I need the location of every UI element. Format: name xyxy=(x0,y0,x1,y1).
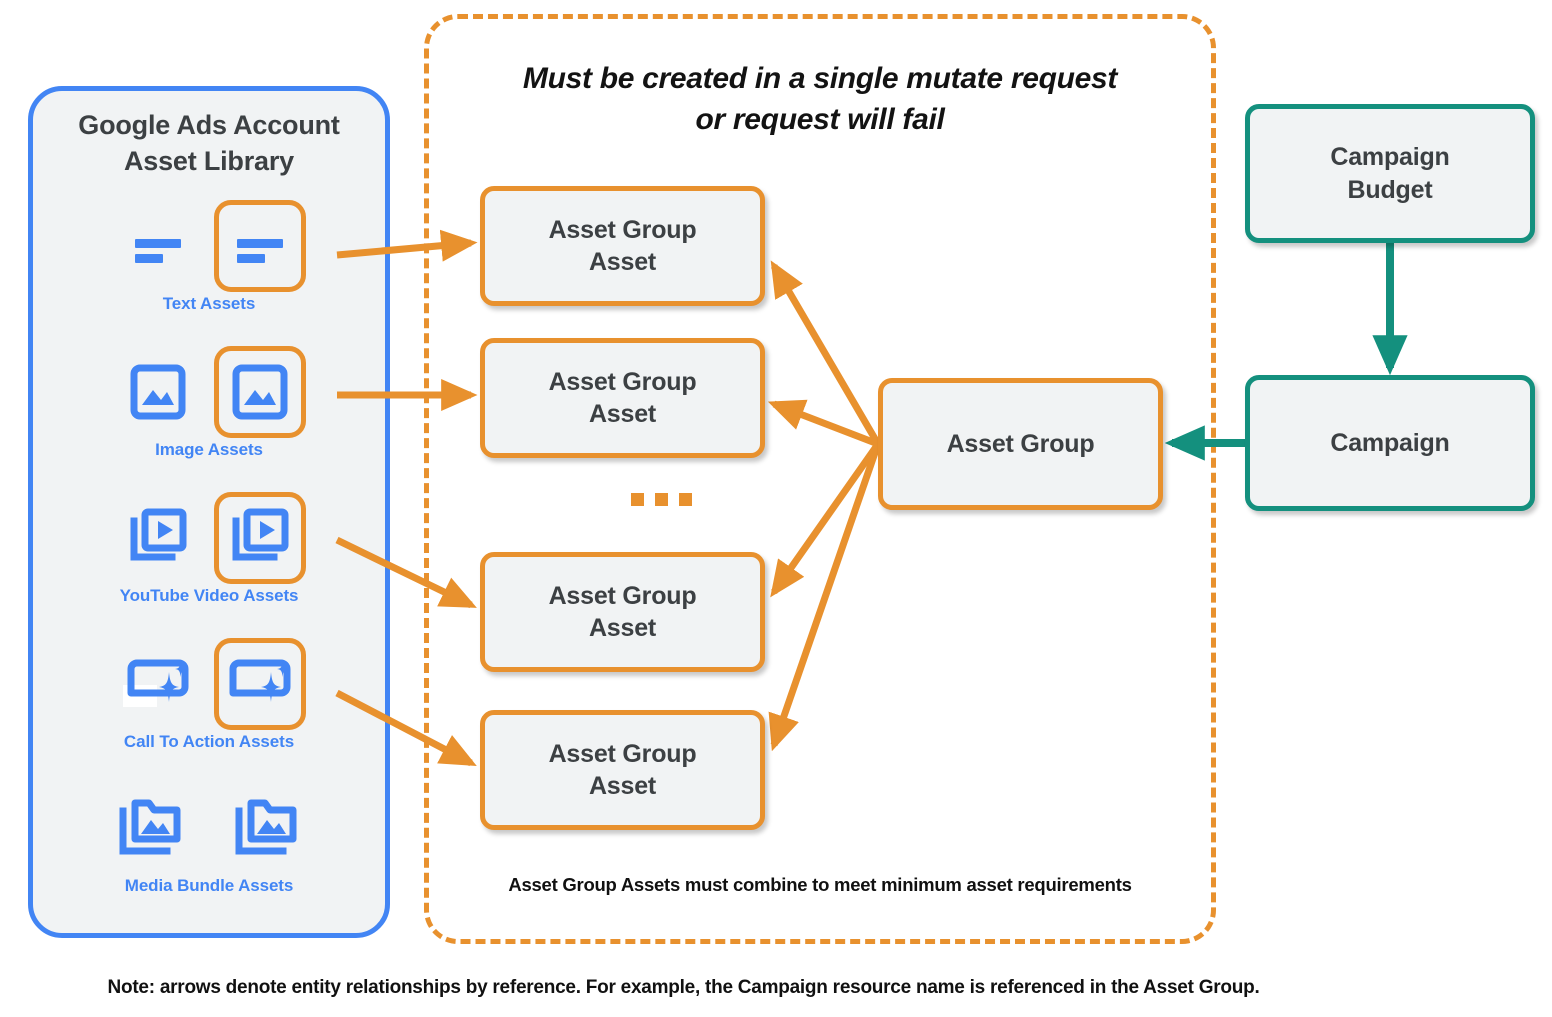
text-lines-icon-highlighted[interactable] xyxy=(214,200,306,292)
asset-row-video: YouTube Video Assets xyxy=(28,492,390,606)
media-bundle-folder-icon-2 xyxy=(221,782,313,874)
asset-group-asset-node-2[interactable]: Asset Group Asset xyxy=(480,338,765,458)
mutate-title-line2: or request will fail xyxy=(695,103,945,137)
asset-library-title-line2: Asset Library xyxy=(124,145,294,176)
asset-library-panel xyxy=(28,86,390,938)
asset-row-cta: Call To Action Assets xyxy=(28,638,390,752)
ellipsis-dot-3 xyxy=(679,493,692,506)
asset-group-asset-node-3[interactable]: Asset Group Asset xyxy=(480,552,765,672)
asset-row-media-bundle: Media Bundle Assets xyxy=(28,782,390,896)
aga-2-line2: Asset xyxy=(588,400,657,428)
aga-4-line2: Asset xyxy=(588,772,657,800)
asset-library-title-line1: Google Ads Account xyxy=(78,110,340,140)
text-lines-icon xyxy=(112,200,204,292)
campaign-budget-line1: Campaign xyxy=(1330,143,1450,171)
asset-group-node[interactable]: Asset Group xyxy=(878,378,1163,510)
ellipsis-indicator xyxy=(631,493,692,506)
asset-group-label: Asset Group xyxy=(946,429,1095,458)
mutate-request-title: Must be created in a single mutate reque… xyxy=(444,58,1196,141)
asset-caption-video: YouTube Video Assets xyxy=(119,586,299,605)
asset-row-text: Text Assets xyxy=(28,200,390,314)
campaign-budget-node[interactable]: Campaign Budget xyxy=(1245,104,1535,243)
diagram-note: Note: arrows denote entity relationships… xyxy=(107,977,1260,998)
mutate-request-container xyxy=(424,14,1216,944)
image-icon-highlighted[interactable] xyxy=(214,346,306,438)
call-to-action-sparkle-icon-highlighted[interactable] xyxy=(214,638,306,730)
image-icon xyxy=(112,346,204,438)
campaign-budget-line2: Budget xyxy=(1347,175,1433,204)
aga-3-line2: Asset xyxy=(588,614,657,642)
media-bundle-folder-icon xyxy=(105,782,197,874)
aga-4-line1: Asset Group xyxy=(548,739,697,768)
aga-2-line1: Asset Group xyxy=(548,367,697,396)
asset-group-asset-node-4[interactable]: Asset Group Asset xyxy=(480,710,765,830)
asset-caption-media-bundle: Media Bundle Assets xyxy=(124,876,294,895)
call-to-action-sparkle-icon xyxy=(112,638,204,730)
aga-1-line2: Asset xyxy=(588,248,657,276)
asset-caption-text: Text Assets xyxy=(162,294,256,313)
video-stack-icon-highlighted[interactable] xyxy=(214,492,306,584)
ellipsis-dot-1 xyxy=(631,493,644,506)
video-stack-icon xyxy=(112,492,204,584)
aga-3-line1: Asset Group xyxy=(548,581,697,610)
mutate-footnote: Asset Group Assets must combine to meet … xyxy=(508,874,1132,895)
aga-1-line1: Asset Group xyxy=(548,215,697,244)
asset-caption-image: Image Assets xyxy=(155,440,263,459)
campaign-node[interactable]: Campaign xyxy=(1245,375,1535,511)
ellipsis-dot-2 xyxy=(655,493,668,506)
asset-row-image: Image Assets xyxy=(28,346,390,460)
asset-library-title: Google Ads Account Asset Library xyxy=(28,108,390,180)
asset-group-asset-node-1[interactable]: Asset Group Asset xyxy=(480,186,765,306)
campaign-label: Campaign xyxy=(1330,428,1450,457)
mutate-title-line1: Must be created in a single mutate reque… xyxy=(522,62,1118,95)
asset-caption-cta: Call To Action Assets xyxy=(123,732,295,751)
